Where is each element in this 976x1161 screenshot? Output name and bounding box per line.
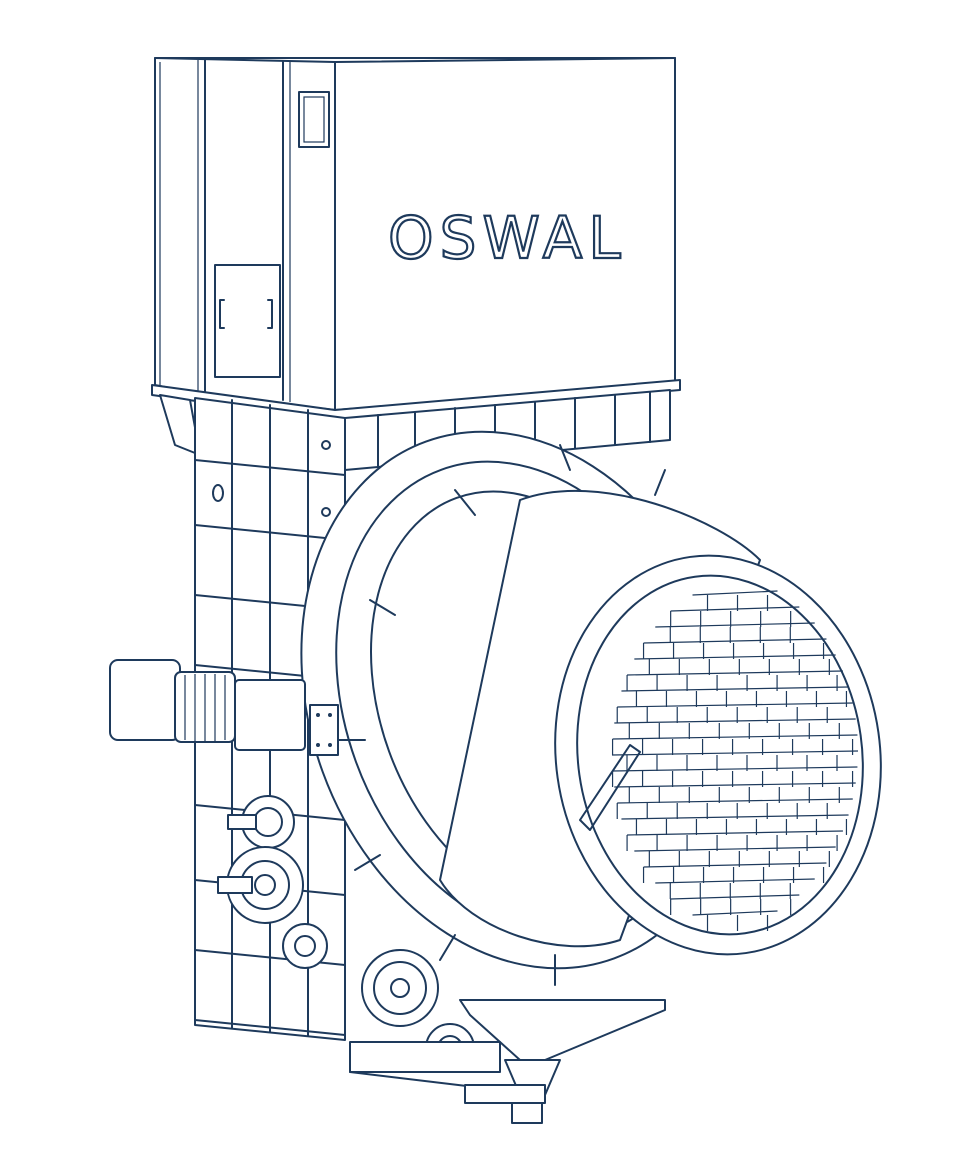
brick-course-line <box>692 910 778 916</box>
brick-cylinder <box>554 554 882 956</box>
brick-course-line <box>614 782 856 788</box>
brick-course-line <box>617 702 853 708</box>
drive-motor <box>109 659 339 756</box>
brick-course-line <box>634 654 836 660</box>
bottom-hopper <box>349 999 666 1124</box>
brick-course-line <box>670 894 800 900</box>
brick-course-line <box>614 718 856 724</box>
brick-course-line <box>670 606 800 612</box>
brick-course-line <box>627 670 843 676</box>
brick-course-line <box>655 878 815 884</box>
brick-course-line <box>612 734 858 740</box>
brick-course-line <box>617 798 853 804</box>
brick-course-line <box>621 686 849 692</box>
brand-logo: OSWAL <box>388 204 627 272</box>
brick-course-line <box>655 622 815 628</box>
brick-course-line <box>643 862 827 868</box>
brick-course-line <box>611 750 859 756</box>
brick-course-line <box>612 766 858 772</box>
hood-box <box>154 57 676 411</box>
brick-course-line <box>627 830 843 836</box>
gear-train <box>217 795 475 1073</box>
brick-course-line <box>643 638 827 644</box>
brick-course-line <box>692 590 778 596</box>
brick-course-line <box>621 814 849 820</box>
brick-course-line <box>634 846 836 852</box>
